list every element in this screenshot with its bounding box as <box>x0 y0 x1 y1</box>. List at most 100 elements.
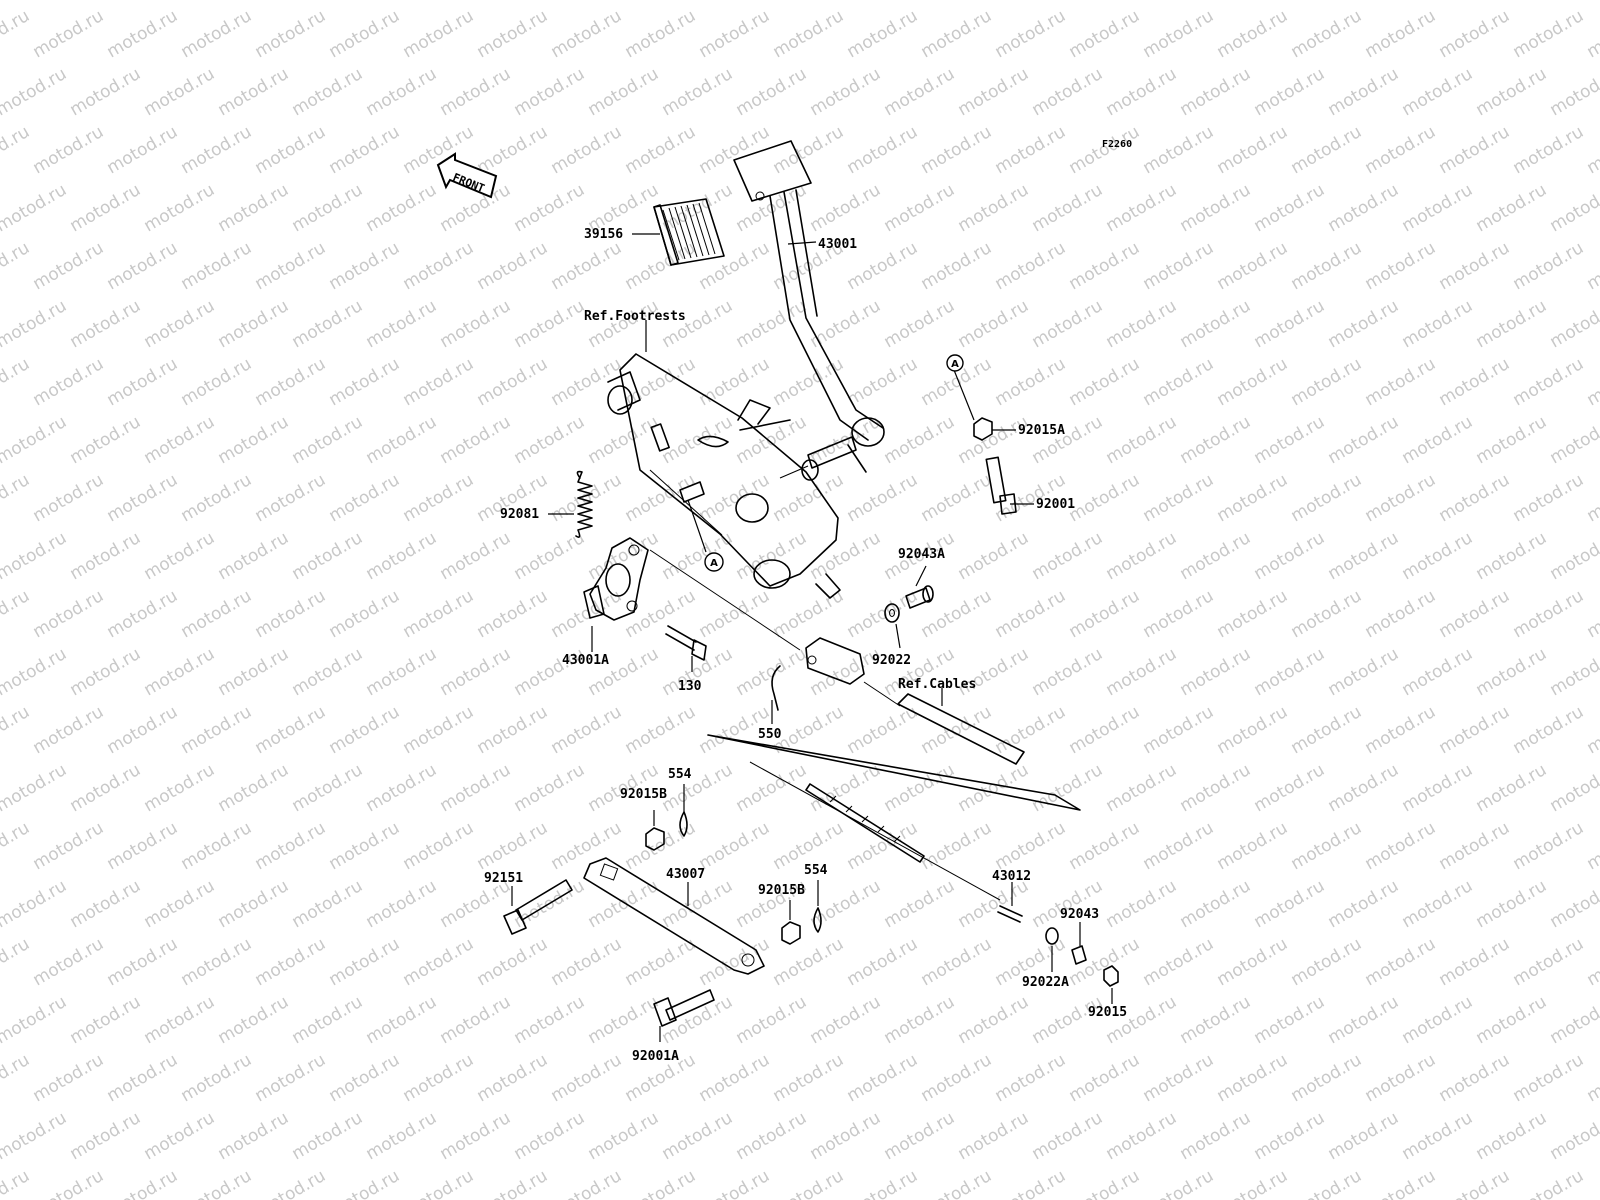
watermark-text: motod.ru <box>141 528 219 584</box>
watermark-text: motod.ru <box>548 934 626 990</box>
watermark-text: motod.ru <box>1473 992 1551 1048</box>
watermark-text: motod.ru <box>585 1108 663 1164</box>
watermark-text: motod.ru <box>659 876 737 932</box>
watermark-text: motod.ru <box>30 702 108 758</box>
watermark-text: motod.ru <box>770 6 848 62</box>
watermark-text: motod.ru <box>437 760 515 816</box>
watermark-text: motod.ru <box>215 0 293 4</box>
watermark-text: motod.ru <box>1066 586 1144 642</box>
watermark-text: motod.ru <box>770 934 848 990</box>
watermark-text: motod.ru <box>67 0 145 4</box>
watermark-text: motod.ru <box>1214 702 1292 758</box>
watermark-text: motod.ru <box>881 296 959 352</box>
watermark-text: motod.ru <box>141 64 219 120</box>
watermark-text: motod.ru <box>1547 876 1600 932</box>
watermark-text: motod.ru <box>1436 354 1514 410</box>
label-130: 130 <box>678 679 702 694</box>
watermark-text: motod.ru <box>1140 934 1218 990</box>
watermark-text: motod.ru <box>881 64 959 120</box>
watermark-text: motod.ru <box>770 354 848 410</box>
watermark-text: motod.ru <box>955 64 1033 120</box>
watermark-text: motod.ru <box>622 934 700 990</box>
watermark-text: motod.ru <box>363 760 441 816</box>
part-labels: 39156 43001 Ref.Footrests 92015A 92001 9… <box>484 227 1127 1064</box>
watermark-text: motod.ru <box>67 992 145 1048</box>
watermark-text: motod.ru <box>844 122 922 178</box>
watermark-text: motod.ru <box>437 528 515 584</box>
watermark-text: motod.ru <box>1103 644 1181 700</box>
watermark-text: motod.ru <box>474 702 552 758</box>
watermark-text: motod.ru <box>659 296 737 352</box>
footrest-bracket-part <box>607 353 841 599</box>
watermark-text: motod.ru <box>215 992 293 1048</box>
watermark-text: motod.ru <box>1399 644 1477 700</box>
watermark-text: motod.ru <box>1362 470 1440 526</box>
watermark-text: motod.ru <box>696 586 774 642</box>
watermark-text: motod.ru <box>1103 528 1181 584</box>
watermark-text: motod.ru <box>1177 760 1255 816</box>
watermark-text: motod.ru <box>30 470 108 526</box>
watermark-text: motod.ru <box>1251 296 1329 352</box>
watermark-text: motod.ru <box>0 0 70 4</box>
watermark-text: motod.ru <box>1362 122 1440 178</box>
watermark-text: motod.ru <box>992 1166 1070 1200</box>
watermark-text: motod.ru <box>289 876 367 932</box>
watermark-text: motod.ru <box>289 180 367 236</box>
watermark-text: motod.ru <box>992 702 1070 758</box>
watermark-text: motod.ru <box>0 6 33 62</box>
watermark-text: motod.ru <box>215 296 293 352</box>
watermark-text: motod.ru <box>0 760 70 816</box>
svg-text:A: A <box>951 359 959 370</box>
watermark-text: motod.ru <box>30 238 108 294</box>
watermark-text: motod.ru <box>1436 470 1514 526</box>
watermark-text: motod.ru <box>733 992 811 1048</box>
pin-92043-part <box>1071 945 1087 965</box>
watermark-text: motod.ru <box>1436 934 1514 990</box>
watermark-text: motod.ru <box>511 992 589 1048</box>
watermark-text: motod.ru <box>881 876 959 932</box>
watermark-text: motod.ru <box>548 818 626 874</box>
watermark-text: motod.ru <box>1103 0 1181 4</box>
watermark-text: motod.ru <box>918 586 996 642</box>
watermark-text: motod.ru <box>955 412 1033 468</box>
watermark-text: motod.ru <box>104 818 182 874</box>
watermark-text: motod.ru <box>215 760 293 816</box>
watermark-text: motod.ru <box>474 818 552 874</box>
watermark-text: motod.ru <box>1473 64 1551 120</box>
watermark-text: motod.ru <box>1140 1050 1218 1106</box>
watermark-text: motod.ru <box>1214 818 1292 874</box>
watermark-text: motod.ru <box>992 6 1070 62</box>
watermark-text: motod.ru <box>0 1050 33 1106</box>
watermark-text: motod.ru <box>1510 818 1588 874</box>
watermark-text: motod.ru <box>474 354 552 410</box>
label-ref-cables: Ref.Cables <box>898 677 976 692</box>
watermark-text: motod.ru <box>844 934 922 990</box>
watermark-text: motod.ru <box>918 6 996 62</box>
watermark-text: motod.ru <box>363 64 441 120</box>
watermark-text: motod.ru <box>1547 0 1600 4</box>
watermark-text: motod.ru <box>659 64 737 120</box>
watermark-text: motod.ru <box>0 1108 70 1164</box>
watermark-text: motod.ru <box>1436 1050 1514 1106</box>
watermark-text: motod.ru <box>474 122 552 178</box>
label-ref-footrests: Ref.Footrests <box>584 309 686 324</box>
watermark-text: motod.ru <box>511 1108 589 1164</box>
spring-part <box>575 470 593 538</box>
watermark-text: motod.ru <box>363 1108 441 1164</box>
watermark-text: motod.ru <box>141 644 219 700</box>
watermark-text: motod.ru <box>289 992 367 1048</box>
watermark-text: motod.ru <box>289 1108 367 1164</box>
watermark-text: motod.ru <box>474 1166 552 1200</box>
watermark-text: motod.ru <box>1140 470 1218 526</box>
watermark-text: motod.ru <box>326 470 404 526</box>
watermark-text: motod.ru <box>1066 1166 1144 1200</box>
watermark-text: motod.ru <box>326 6 404 62</box>
watermark-text: motod.ru <box>474 586 552 642</box>
watermark-text: motod.ru <box>215 876 293 932</box>
watermark-text: motod.ru <box>178 238 256 294</box>
watermark-text: motod.ru <box>1473 180 1551 236</box>
watermark-text: motod.ru <box>141 1108 219 1164</box>
watermark-text: motod.ru <box>0 528 70 584</box>
